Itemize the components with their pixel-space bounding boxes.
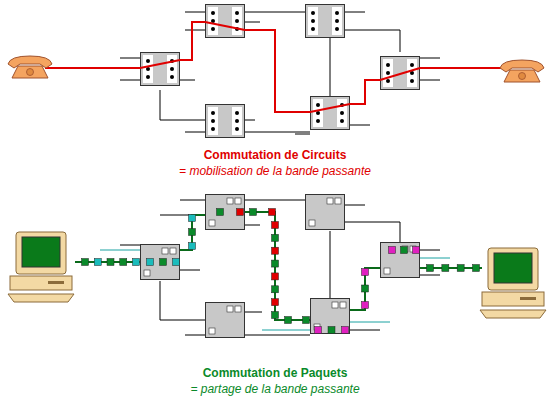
circuit-switch (206, 105, 245, 138)
packet (160, 259, 167, 266)
packets (82, 209, 480, 334)
packet-switch (306, 195, 345, 230)
packet (189, 215, 196, 222)
packet-path (75, 212, 482, 320)
caption-subtitle: = mobilisation de la bande passante (176, 164, 374, 179)
caption-subtitle: = partage de la bande passante (187, 382, 362, 397)
packet (189, 229, 196, 236)
packet (272, 260, 279, 267)
packet-switch (381, 243, 420, 278)
packet-switch (206, 303, 245, 338)
packet (272, 299, 279, 306)
packet (120, 259, 127, 266)
packet (272, 247, 279, 254)
packet (82, 259, 89, 266)
packet (328, 327, 335, 334)
packet (272, 273, 279, 280)
packet (173, 259, 180, 266)
packet (272, 312, 279, 319)
packet-switch (141, 245, 180, 280)
circuit-switch (206, 5, 245, 38)
circuit-switch (141, 53, 180, 86)
packet (413, 247, 420, 254)
packet (342, 327, 349, 334)
switch-connection (140, 22, 420, 112)
wires (120, 12, 440, 134)
packet (401, 247, 408, 254)
packet (315, 327, 322, 334)
packet (362, 285, 369, 292)
packet-switch (206, 195, 245, 230)
packet (303, 317, 310, 324)
computer (8, 232, 74, 302)
packet (189, 243, 196, 250)
packet (457, 265, 464, 272)
caption-title: Commutation de Paquets (200, 366, 351, 381)
circuit-switch (311, 97, 350, 130)
telephone (8, 56, 52, 78)
caption-title: Commutation de Circuits (201, 148, 350, 163)
circuit-path (45, 22, 503, 112)
packet (237, 209, 244, 216)
packet (389, 247, 396, 254)
packet (362, 302, 369, 309)
packet (473, 265, 480, 272)
packet (427, 265, 434, 272)
packet-switch (311, 299, 350, 334)
packet (250, 209, 257, 216)
circuit-switch (306, 5, 345, 38)
packet (362, 269, 369, 276)
packet (285, 317, 292, 324)
packet (272, 222, 279, 229)
packet (272, 234, 279, 241)
packet (217, 209, 224, 216)
packet (272, 286, 279, 293)
packet (442, 265, 449, 272)
packet (133, 259, 140, 266)
packet (94, 259, 101, 266)
packet (269, 209, 276, 216)
packet (147, 259, 154, 266)
wires (120, 200, 440, 335)
telephone (500, 60, 544, 82)
packet (107, 259, 114, 266)
computer (480, 248, 546, 318)
